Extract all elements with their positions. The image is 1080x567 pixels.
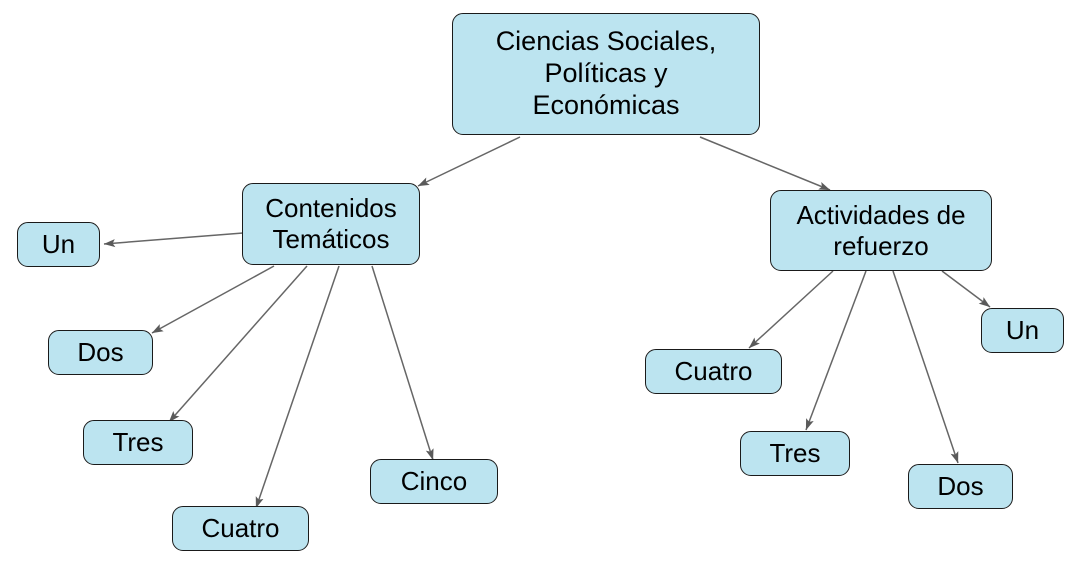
node-contenidos-un[interactable]: Un <box>17 222 100 267</box>
edge-actividades-to-dos <box>892 270 959 464</box>
edge-actividades-to-cuatro <box>748 270 834 349</box>
node-actividades-dos[interactable]: Dos <box>908 464 1013 509</box>
edge-contenidos-to-un <box>103 232 244 248</box>
node-contenidos-tematicos[interactable]: Contenidos Temáticos <box>242 183 420 265</box>
edge-contenidos-to-cuatro <box>255 265 340 509</box>
edge-contenidos-to-cinco <box>371 265 434 461</box>
edge-actividades-to-un <box>941 270 991 308</box>
edge-contenidos-to-dos <box>151 265 275 334</box>
node-root[interactable]: Ciencias Sociales, Políticas y Económica… <box>452 13 760 135</box>
edge-contenidos-to-tres <box>168 265 308 423</box>
node-contenidos-cinco[interactable]: Cinco <box>370 459 498 504</box>
edge-root-to-actividades <box>699 136 831 191</box>
node-contenidos-cuatro[interactable]: Cuatro <box>172 506 309 551</box>
node-contenidos-tres[interactable]: Tres <box>83 420 193 465</box>
node-actividades-un[interactable]: Un <box>981 308 1064 353</box>
edge-actividades-to-tres <box>805 270 867 431</box>
edge-root-to-contenidos <box>417 136 521 187</box>
node-actividades-refuerzo[interactable]: Actividades de refuerzo <box>770 190 992 271</box>
node-actividades-cuatro[interactable]: Cuatro <box>645 349 782 394</box>
node-actividades-tres[interactable]: Tres <box>740 431 850 476</box>
node-contenidos-dos[interactable]: Dos <box>48 330 153 375</box>
